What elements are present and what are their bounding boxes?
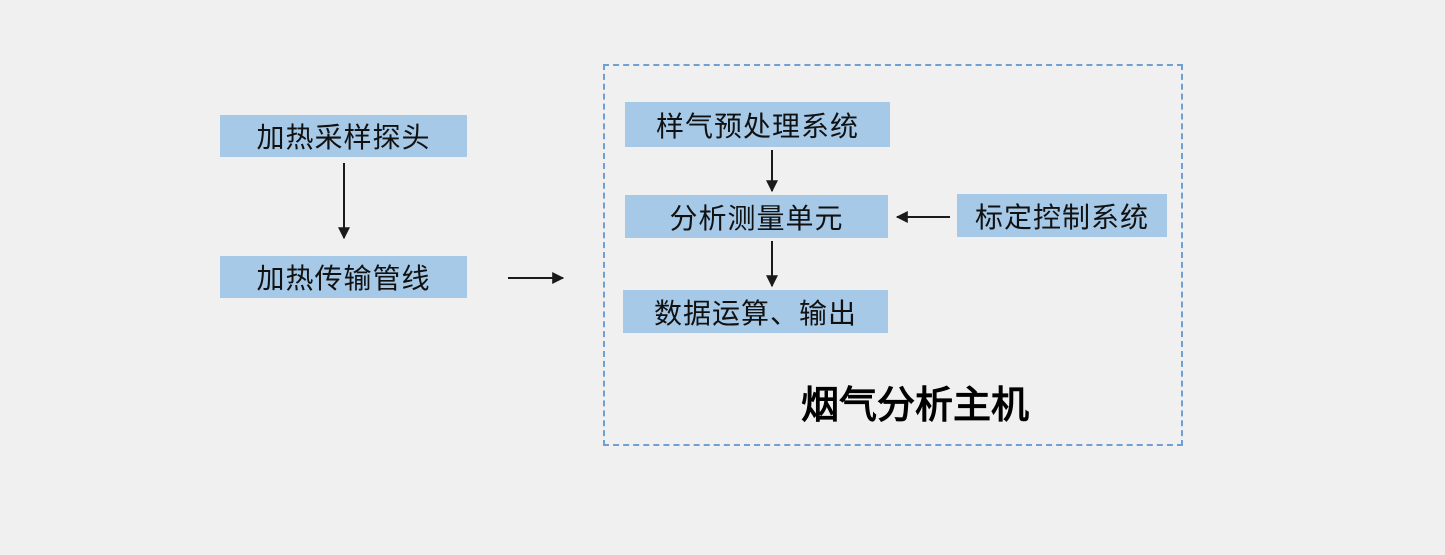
node-label: 加热传输管线 [256, 264, 431, 295]
node-data-computation-output: 数据运算、输出 [623, 290, 888, 333]
node-label: 分析测量单元 [669, 203, 844, 235]
node-label: 标定控制系统 [974, 202, 1149, 234]
node-analysis-measurement-unit: 分析测量单元 [625, 195, 888, 238]
node-calibration-control-system: 标定控制系统 [957, 194, 1167, 237]
node-heated-sampling-probe: 加热采样探头 [220, 115, 467, 157]
node-sample-gas-pretreatment-system: 样气预处理系统 [625, 102, 890, 147]
analyzer-group-box [603, 64, 1183, 446]
node-label: 加热采样探头 [256, 123, 431, 154]
node-heated-transmission-pipeline: 加热传输管线 [220, 256, 467, 298]
analyzer-group-label: 烟气分析主机 [800, 385, 1029, 427]
node-label: 样气预处理系统 [655, 111, 859, 143]
node-label: 数据运算、输出 [653, 298, 857, 330]
